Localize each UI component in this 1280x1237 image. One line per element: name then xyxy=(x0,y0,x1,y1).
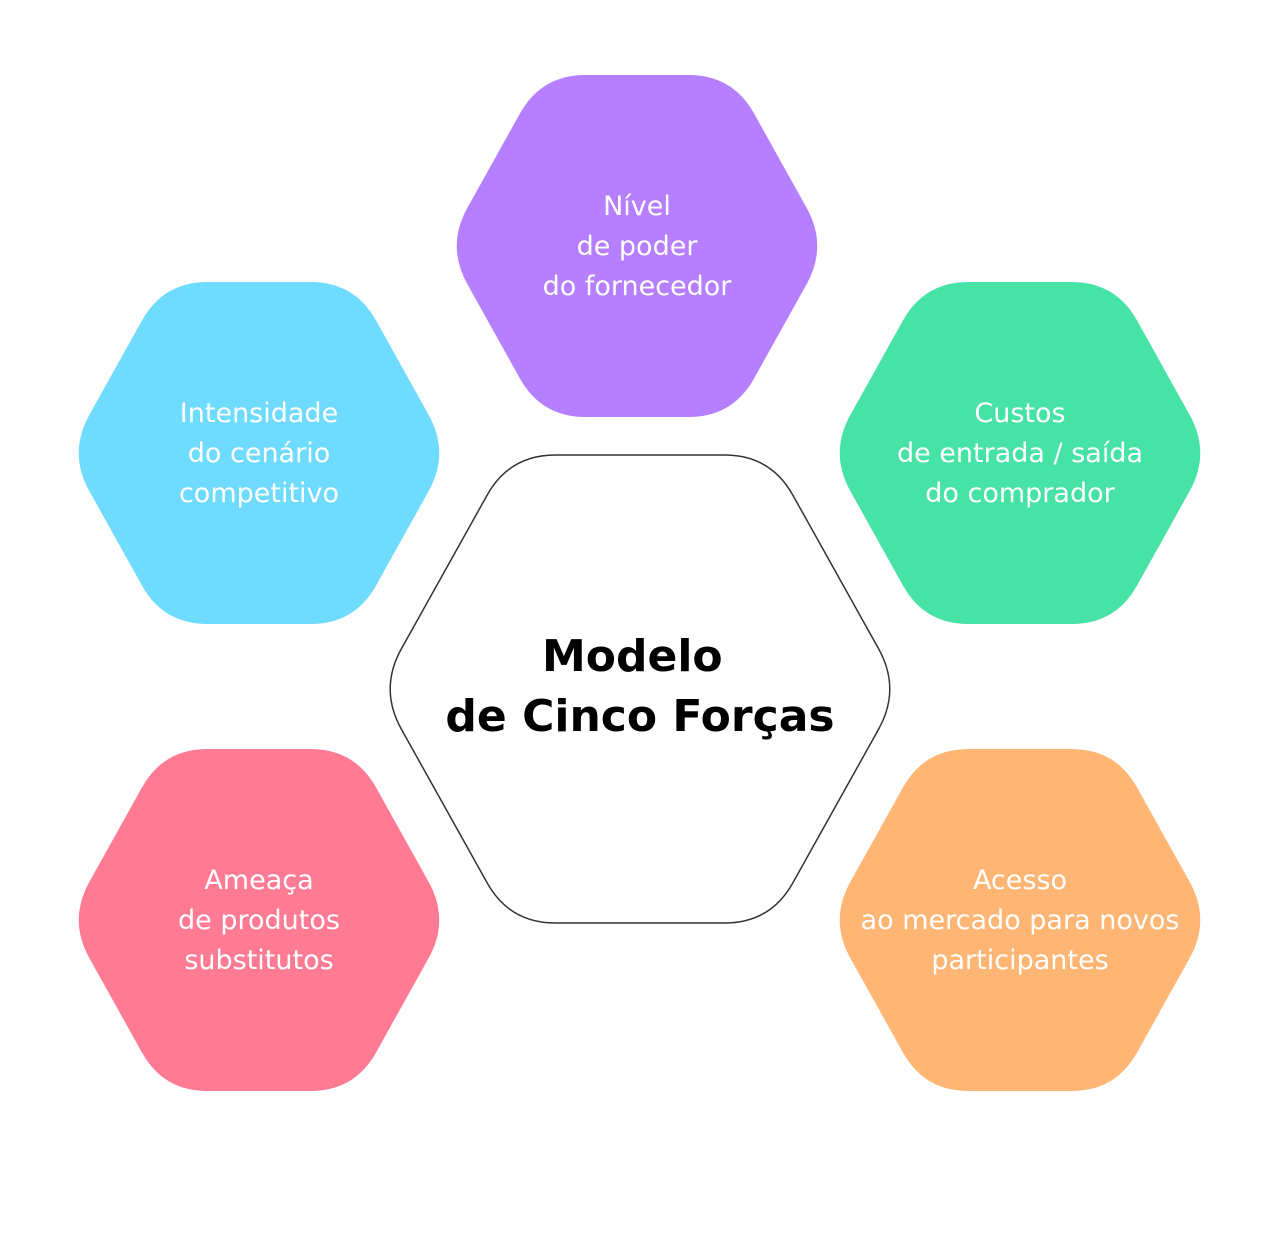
force-label-line: participantes xyxy=(931,945,1108,976)
force-label-line: do cenário xyxy=(188,438,330,469)
center-hexagon-group: Modelo de Cinco Forças xyxy=(389,454,891,924)
force-label-line: competitivo xyxy=(179,478,339,509)
force-label-line: do comprador xyxy=(925,478,1115,509)
force-label-new-entrants-access: Acesso ao mercado para novos participantes xyxy=(861,865,1180,976)
center-title: Modelo de Cinco Forças xyxy=(445,631,834,742)
force-label-line: de produtos xyxy=(178,905,340,936)
force-buyer-costs: Custos de entrada / saída do comprador xyxy=(839,282,1201,624)
force-label-line: Nível xyxy=(603,191,671,222)
force-label-line: ao mercado para novos xyxy=(861,905,1180,936)
force-label-line: Intensidade xyxy=(180,398,338,429)
force-label-line: substitutos xyxy=(184,945,333,976)
force-substitutes-threat: Ameaça de produtos substitutos xyxy=(78,749,440,1091)
force-label-competitive-intensity: Intensidade do cenário competitivo xyxy=(179,398,339,509)
center-title-line-2: de Cinco Forças xyxy=(445,691,834,742)
force-label-substitutes-threat: Ameaça de produtos substitutos xyxy=(178,865,340,976)
force-competitive-intensity: Intensidade do cenário competitivo xyxy=(78,282,440,624)
force-label-line: do fornecedor xyxy=(543,271,733,302)
center-hexagon xyxy=(389,454,891,924)
force-supplier-power: Nível de poder do fornecedor xyxy=(456,75,818,417)
force-label-line: Acesso xyxy=(973,865,1067,896)
force-label-line: Ameaça xyxy=(204,865,313,896)
force-hexagon-competitive-intensity xyxy=(78,282,440,624)
force-hexagon-new-entrants-access xyxy=(839,749,1201,1091)
force-label-line: Custos xyxy=(974,398,1065,429)
force-label-supplier-power: Nível de poder do fornecedor xyxy=(543,191,733,302)
force-label-buyer-costs: Custos de entrada / saída do comprador xyxy=(897,398,1143,509)
force-label-line: de poder xyxy=(577,231,699,262)
force-hexagon-supplier-power xyxy=(456,75,818,417)
force-label-line: de entrada / saída xyxy=(897,438,1143,469)
center-title-line-1: Modelo xyxy=(542,631,723,682)
force-hexagon-substitutes-threat xyxy=(78,749,440,1091)
force-hexagon-buyer-costs xyxy=(839,282,1201,624)
force-new-entrants-access: Acesso ao mercado para novos participantes xyxy=(839,749,1201,1091)
